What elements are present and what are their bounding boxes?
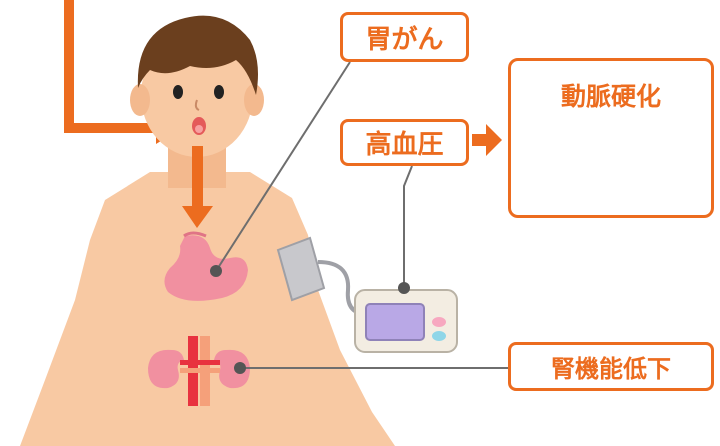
stomach-cancer-label: 胃がん <box>340 12 469 62</box>
left-ear <box>130 84 150 116</box>
stomach-leader-dot <box>210 265 222 277</box>
bp-monitor-screen <box>366 304 424 340</box>
bp-to-athero-arrow-head <box>486 124 502 156</box>
bp-leader-line <box>404 166 412 288</box>
kidney-leader-dot <box>234 362 246 374</box>
tongue <box>195 125 203 133</box>
digest-arrow-shaft <box>192 146 203 208</box>
bp-leader-dot <box>398 282 410 294</box>
hypertension-label: 高血圧 <box>340 119 469 166</box>
right-eye <box>214 85 224 99</box>
bp-monitor-button-pink <box>432 317 446 327</box>
bp-monitor-button-blue <box>432 331 446 341</box>
arteriosclerosis-label: 動脈硬化 <box>511 77 711 113</box>
left-eye <box>173 85 183 99</box>
renal-vein <box>180 368 220 373</box>
arteriosclerosis-panel: 動脈硬化 <box>508 58 714 218</box>
renal-artery <box>180 360 220 365</box>
bp-to-athero-arrow-shaft <box>472 134 488 146</box>
kidney-decline-label: 腎機能低下 <box>508 342 714 391</box>
